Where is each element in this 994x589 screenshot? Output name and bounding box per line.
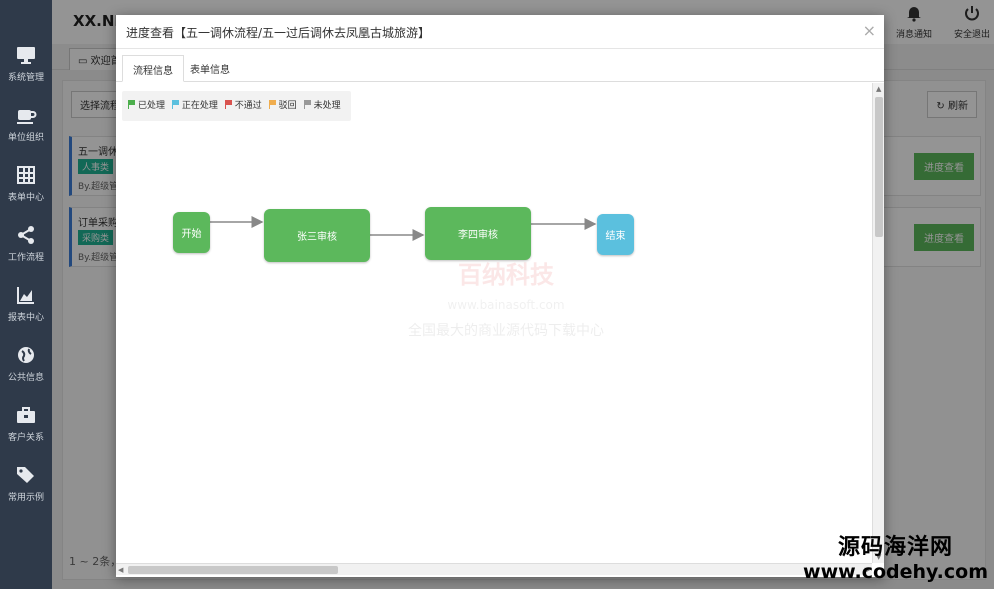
legend-item-pending: 未处理 <box>303 98 341 111</box>
legend-item-returned: 驳回 <box>268 98 297 111</box>
modal-header: 进度查看【五一调休流程/五一过后调休去凤凰古城旅游】 × <box>116 15 884 49</box>
sidebar-item-label: 公共信息 <box>7 373 44 383</box>
category-badge: 采购类 <box>78 230 114 245</box>
refresh-icon: ↻ <box>936 101 945 112</box>
sidebar-item-examples[interactable]: 常用示例 <box>0 460 52 520</box>
watermark: 百纳科技 www.bainasoft.com 全国最大的商业源代码下载中心 <box>386 255 626 340</box>
pagination-info: 1 ~ 2条， <box>69 555 122 568</box>
card-title: 订单采购 <box>78 218 118 229</box>
flow-node-start[interactable]: 开始 <box>173 212 210 253</box>
sidebar-item-label: 表单中心 <box>7 193 44 203</box>
card-author: By.超级管 <box>78 253 119 263</box>
scroll-down-icon[interactable]: ▼ <box>876 553 882 561</box>
sidebar-item-label: 客户关系 <box>7 433 44 443</box>
notifications-button[interactable]: 消息通知 <box>890 4 938 40</box>
progress-view-button[interactable]: 进度查看 <box>914 153 974 180</box>
sidebar-item-label: 工作流程 <box>7 253 44 263</box>
flag-icon <box>128 100 136 109</box>
sidebar: 系统管理 单位组织 表单中心 工作流程 报表中心 公共信息 客户关系 常用示例 <box>0 0 52 589</box>
refresh-label: 刷新 <box>948 101 968 112</box>
site-watermark: 源码海洋网 www.codehy.com <box>803 529 988 583</box>
power-icon <box>965 6 979 21</box>
notifications-label: 消息通知 <box>895 30 932 40</box>
monitor-icon <box>17 47 35 64</box>
legend-item-processing: 正在处理 <box>171 98 218 111</box>
status-legend: 已处理 正在处理 不通过 驳回 未处理 <box>122 91 351 121</box>
flag-icon <box>171 100 180 109</box>
horizontal-scrollbar[interactable]: ◀ ▶ <box>116 563 872 575</box>
vertical-scroll-thumb[interactable] <box>875 97 883 237</box>
modal-tabs: 流程信息 表单信息 <box>116 53 884 82</box>
card-author: By.超级管 <box>78 182 119 192</box>
close-icon[interactable]: × <box>862 21 876 40</box>
sidebar-item-label: 单位组织 <box>7 133 44 143</box>
tab-welcome[interactable]: ▭ 欢迎首 <box>69 48 130 70</box>
vertical-scrollbar[interactable]: ▲ ▼ <box>872 83 884 563</box>
progress-view-button[interactable]: 进度查看 <box>914 224 974 251</box>
flow-node-step1[interactable]: 张三审核 <box>264 209 370 262</box>
flag-icon <box>303 100 312 109</box>
bell-icon <box>907 7 921 22</box>
flow-canvas: 百纳科技 www.bainasoft.com 全国最大的商业源代码下载中心 已处… <box>116 83 872 563</box>
flag-icon <box>224 100 233 109</box>
tab-welcome-label: 欢迎首 <box>90 56 121 67</box>
category-badge: 人事类 <box>78 159 114 174</box>
flow-node-end[interactable]: 结束 <box>597 214 634 255</box>
sidebar-item-workflow[interactable]: 工作流程 <box>0 220 52 280</box>
briefcase-icon <box>17 407 35 423</box>
watermark-brand: 百纳科技 <box>458 261 554 289</box>
globe-icon <box>18 347 34 363</box>
grid-icon <box>17 166 35 184</box>
sidebar-item-forms[interactable]: 表单中心 <box>0 160 52 220</box>
sidebar-item-label: 系统管理 <box>7 73 44 83</box>
tab-form-info[interactable]: 表单信息 <box>190 65 230 76</box>
sidebar-item-system[interactable]: 系统管理 <box>0 40 52 100</box>
cup-icon <box>17 110 37 124</box>
sidebar-item-reports[interactable]: 报表中心 <box>0 280 52 340</box>
area-chart-icon <box>17 287 34 304</box>
site-watermark-url: www.codehy.com <box>803 561 988 583</box>
legend-item-rejected: 不通过 <box>224 98 262 111</box>
sidebar-item-label: 报表中心 <box>7 313 44 323</box>
tags-icon <box>17 467 34 483</box>
sidebar-item-public-info[interactable]: 公共信息 <box>0 340 52 400</box>
watermark-url: www.bainasoft.com <box>447 298 565 312</box>
modal-title: 进度查看【五一调休流程/五一过后调休去凤凰古城旅游】 <box>126 26 431 40</box>
sidebar-item-crm[interactable]: 客户关系 <box>0 400 52 460</box>
scroll-up-icon[interactable]: ▲ <box>876 85 882 93</box>
share-icon <box>18 226 34 244</box>
flag-icon <box>268 100 277 109</box>
logout-label: 安全退出 <box>953 30 990 40</box>
scroll-left-icon[interactable]: ◀ <box>118 566 124 574</box>
sidebar-item-org[interactable]: 单位组织 <box>0 100 52 160</box>
site-watermark-name: 源码海洋网 <box>838 535 954 560</box>
flow-node-step2[interactable]: 李四审核 <box>425 207 531 260</box>
refresh-button[interactable]: ↻ 刷新 <box>927 91 977 118</box>
horizontal-scroll-thumb[interactable] <box>128 566 338 574</box>
legend-item-processed: 已处理 <box>128 98 165 111</box>
card-title: 五一调休流 <box>78 147 128 158</box>
tab-flow-info[interactable]: 流程信息 <box>122 55 184 82</box>
logout-button[interactable]: 安全退出 <box>948 4 994 40</box>
flow-edges <box>210 216 597 241</box>
scroll-right-icon[interactable]: ▶ <box>864 566 870 574</box>
monitor-icon: ▭ <box>78 56 88 67</box>
watermark-slogan: 全国最大的商业源代码下载中心 <box>408 323 604 339</box>
progress-modal: 进度查看【五一调休流程/五一过后调休去凤凰古城旅游】 × 流程信息 表单信息 百… <box>116 15 884 577</box>
sidebar-item-label: 常用示例 <box>7 493 44 503</box>
